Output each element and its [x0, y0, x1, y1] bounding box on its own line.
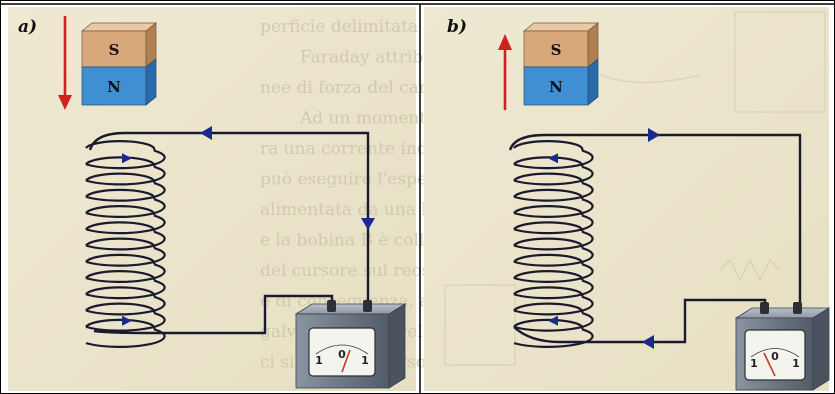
magnet-a-south [81, 30, 147, 68]
motion-arrow-down [58, 16, 72, 110]
coil-turn-front [513, 263, 594, 283]
coil-turn-front [513, 328, 594, 348]
coil-turn-back [85, 221, 156, 233]
magnet-a-north [81, 66, 147, 106]
panel-b-label: b) [447, 17, 467, 37]
coil-a [85, 140, 166, 348]
dial-b-needle [763, 352, 776, 377]
coil-current-arrow [122, 315, 132, 326]
coil-turn-back [85, 172, 156, 184]
wire-b-top [508, 133, 802, 303]
coil-turn-front [85, 165, 166, 186]
coil-b [513, 140, 594, 348]
coil-turn-front [85, 295, 166, 316]
coil-turn-back [85, 205, 156, 217]
coil-turn-front [513, 182, 594, 202]
coil-turn-back [513, 302, 584, 314]
coil-current-arrow [122, 153, 132, 164]
dial-b-right: 1 [792, 357, 800, 370]
coil-current-arrow [548, 153, 558, 164]
coil-turn-front [85, 279, 166, 300]
coil-turn-front [85, 263, 166, 283]
coil-turn-front [85, 230, 166, 251]
coil-turn-front [85, 312, 166, 332]
magnet-a-south-label: S [109, 41, 120, 59]
coil-turn-back [85, 237, 156, 249]
coil-turn-back [513, 221, 584, 233]
coil-turn-front [513, 279, 594, 300]
magnet-b: S N [523, 22, 599, 106]
dial-b-left: 1 [750, 357, 758, 370]
wire-a-top [88, 131, 370, 300]
coil-turn-back [513, 140, 584, 152]
coil-current-arrow [548, 315, 558, 326]
dial-b-center: 0 [771, 350, 779, 363]
panel-b: b) S N [424, 7, 831, 391]
dial-a-needle [341, 349, 351, 373]
coil-turn-front [85, 182, 166, 202]
wire-b-arrow-bottom [642, 335, 654, 349]
coil-turn-front [513, 165, 594, 186]
coil-turn-front [85, 214, 166, 235]
panel-a-label: a) [18, 17, 37, 37]
wire-b-arrow-top [648, 128, 660, 142]
wire-a-arrow-right [361, 218, 375, 230]
galvanometer-a: 1 0 1 [294, 300, 407, 389]
magnet-b-south-label: S [551, 41, 562, 59]
coil-turn-front [85, 149, 166, 170]
motion-arrow-up [498, 34, 512, 110]
galvanometer-b: 1 0 1 [734, 302, 831, 391]
coil-turn-front [513, 149, 594, 170]
coil-turn-back [513, 286, 584, 298]
wire-a-bottom [93, 294, 334, 335]
dial-a-left: 1 [315, 354, 323, 367]
magnet-b-north-label: N [549, 78, 563, 96]
coil-turn-front [513, 230, 594, 251]
coil-turn-back [85, 286, 156, 298]
coil-turn-back [513, 205, 584, 217]
coil-turn-back [85, 188, 156, 200]
dial-a-right: 1 [361, 354, 369, 367]
magnet-a-north-label: N [107, 78, 121, 96]
coil-turn-front [513, 295, 594, 316]
coil-turn-back [513, 253, 584, 265]
dial-b [744, 329, 806, 381]
coil-turn-back [513, 172, 584, 184]
coil-turn-back [85, 253, 156, 265]
coil-turn-front [513, 198, 594, 218]
magnet-b-north [523, 66, 589, 106]
dial-a [308, 327, 376, 377]
coil-turn-front [513, 214, 594, 235]
coil-turn-back [513, 237, 584, 249]
coil-turn-front [513, 247, 594, 267]
dial-a-center: 0 [338, 348, 346, 361]
coil-turn-front [85, 247, 166, 267]
coil-turn-back [85, 270, 156, 282]
magnet-a: S N [81, 22, 157, 106]
coil-turn-front [85, 198, 166, 218]
coil-turn-back [513, 188, 584, 200]
wire-b-bottom [513, 298, 767, 344]
coil-turn-back [513, 270, 584, 282]
wire-a-arrow-top [200, 126, 212, 140]
coil-turn-back [85, 302, 156, 314]
coil-turn-front [513, 312, 594, 332]
